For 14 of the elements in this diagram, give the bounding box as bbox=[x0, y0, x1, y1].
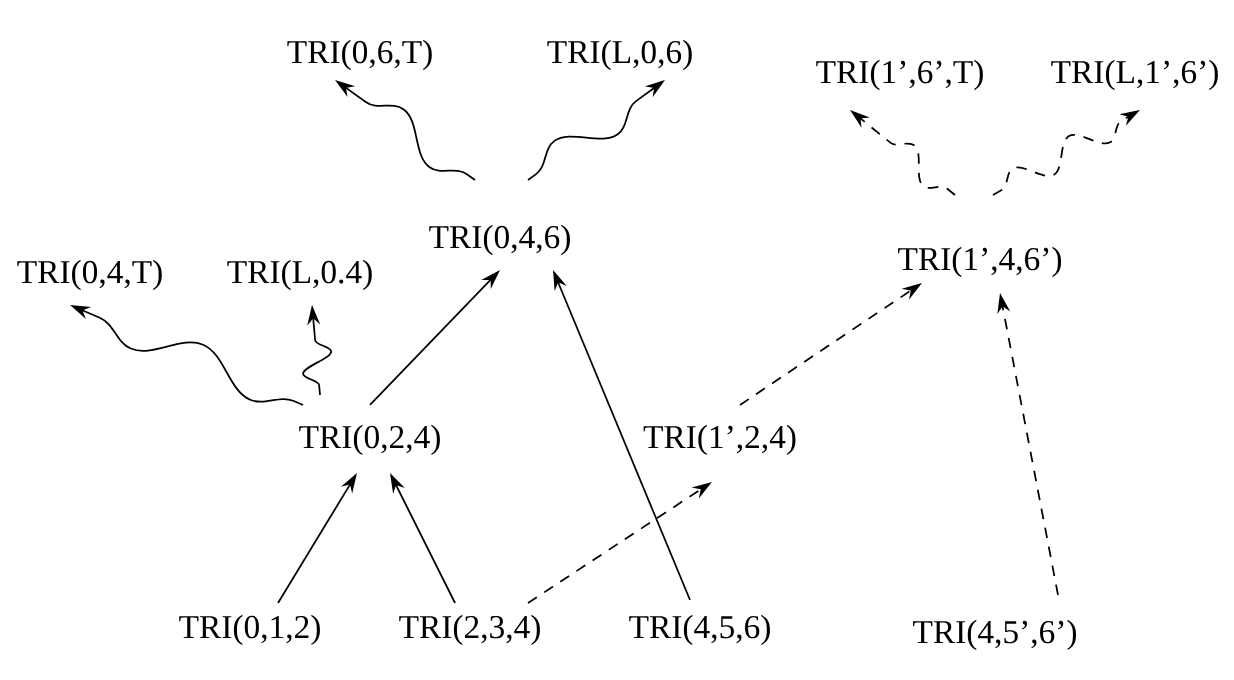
node-label: TRI(4,5,6) bbox=[629, 614, 770, 646]
node-label: TRI(1’,6’,T) bbox=[816, 59, 983, 91]
node-label: TRI(1’,4,6’) bbox=[898, 246, 1062, 278]
node-label: TRI(4,5’,6’) bbox=[913, 619, 1077, 651]
node-label: TRI(0,1,2) bbox=[179, 614, 320, 646]
node-label: TRI(0,4,6) bbox=[429, 224, 570, 256]
node-label: TRI(0,4,T) bbox=[17, 259, 162, 291]
node-label: TRI(L,1’,6’) bbox=[1051, 59, 1218, 91]
node-label: TRI(1’,2,4) bbox=[643, 424, 796, 456]
node-label: TRI(0,6,T) bbox=[287, 39, 432, 71]
node-label: TRI(L,0.4) bbox=[227, 259, 372, 291]
node-label: TRI(0,2,4) bbox=[299, 424, 440, 456]
node-label: TRI(L,0,6) bbox=[547, 39, 692, 71]
node-label: TRI(2,3,4) bbox=[399, 614, 540, 646]
